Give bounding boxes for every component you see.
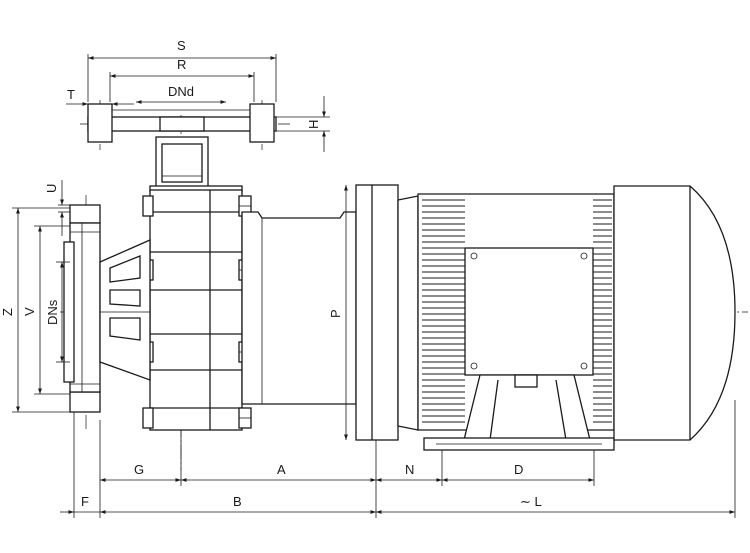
- motor-body: [417, 193, 615, 451]
- fan-cover: [613, 185, 736, 441]
- suction-nozzle: [99, 239, 151, 381]
- label-S: S: [177, 38, 186, 53]
- label-B: B: [233, 494, 242, 509]
- cooling-fins: [422, 199, 612, 423]
- discharge-flange: [87, 103, 277, 143]
- label-A: A: [277, 462, 286, 477]
- label-DNd: DNd: [168, 84, 194, 99]
- label-F: F: [81, 494, 89, 509]
- suction-flange: [63, 204, 101, 413]
- motor-flange: [355, 184, 419, 441]
- label-P: P: [328, 309, 343, 318]
- label-H: H: [306, 120, 321, 129]
- label-R: R: [177, 57, 186, 72]
- lantern-shaft: [241, 211, 357, 405]
- label-N: N: [405, 462, 414, 477]
- pump-body: [142, 189, 252, 431]
- label-D: D: [514, 462, 523, 477]
- label-Z: Z: [0, 308, 15, 316]
- label-V: V: [22, 307, 37, 316]
- dimension-lines: [12, 54, 736, 518]
- label-L: ∼ L: [520, 494, 542, 509]
- label-T: T: [67, 87, 75, 102]
- label-DNs: DNs: [45, 299, 60, 325]
- label-U: U: [44, 184, 59, 193]
- dimension-labels: S R T DNd H U Z V DNs P G A N D F B ∼ L: [0, 38, 542, 509]
- label-G: G: [134, 462, 144, 477]
- discharge-nozzle: [149, 136, 243, 193]
